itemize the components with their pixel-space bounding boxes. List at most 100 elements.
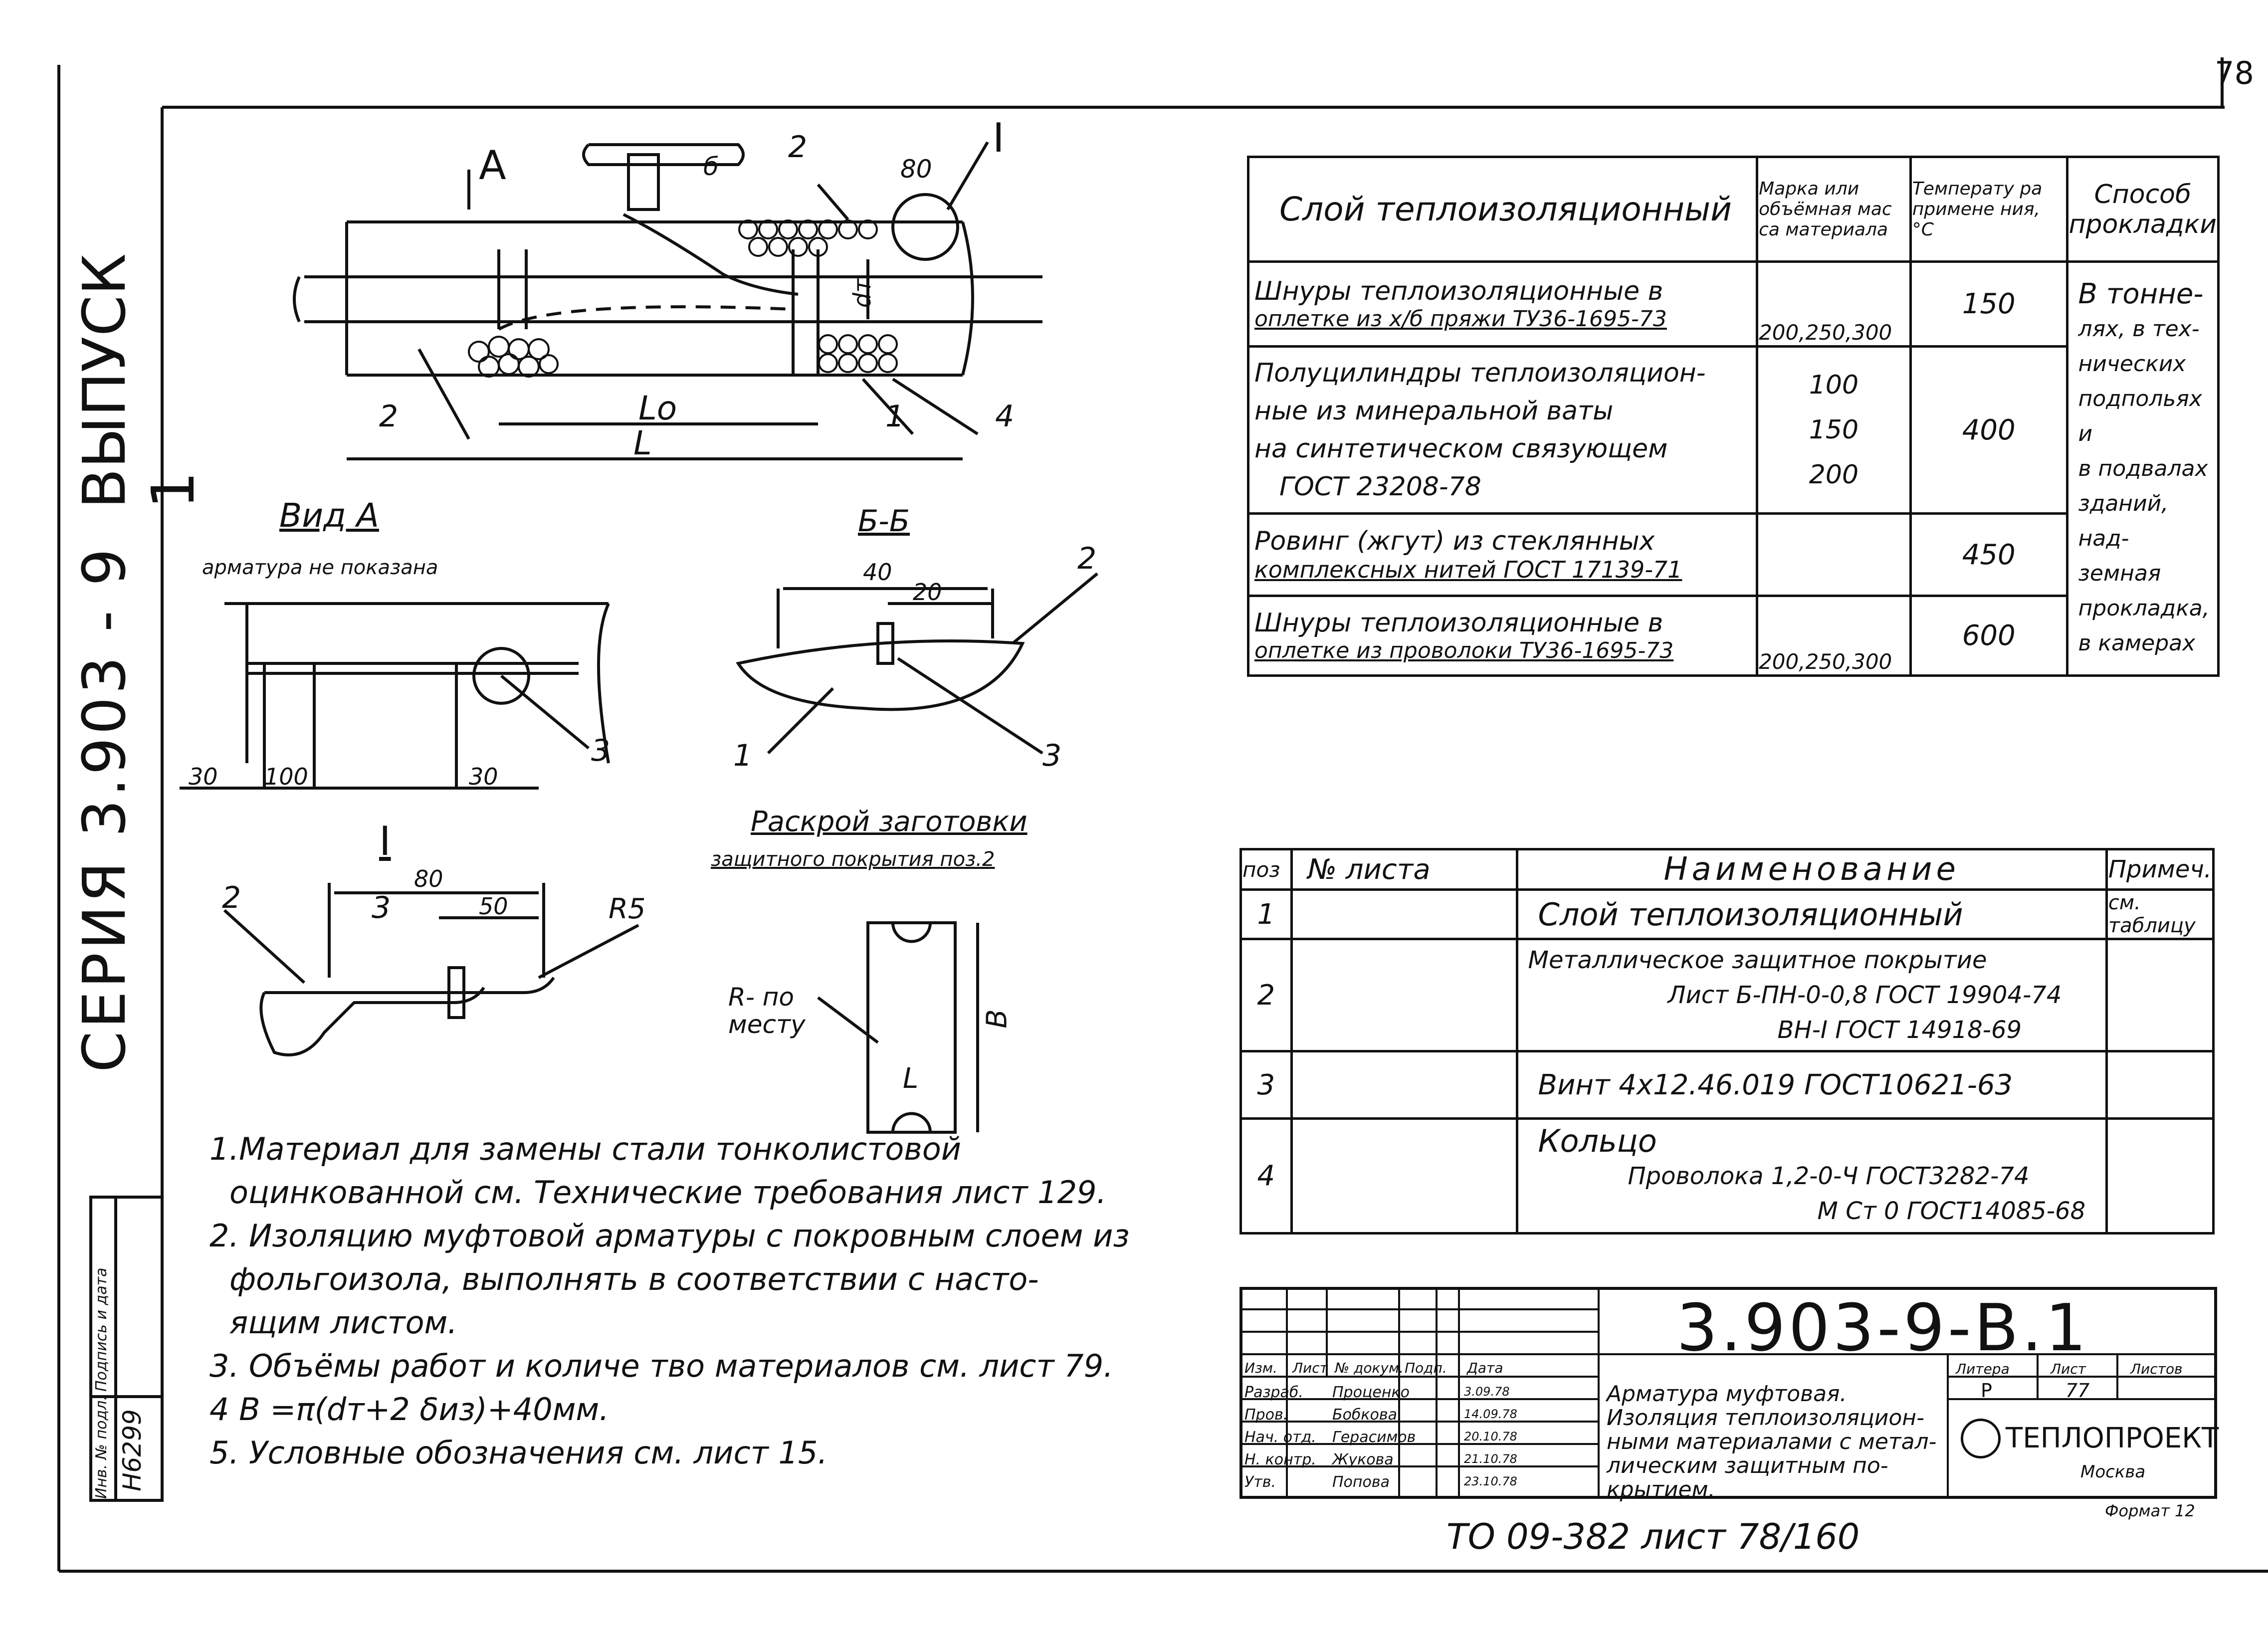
- mat-row-3-temp-text: 450: [1962, 538, 2016, 571]
- tb-org-name: ТЕПЛОПРОЕКТ: [2006, 1422, 2219, 1454]
- mat-method-line: В тонне-: [2078, 277, 2204, 310]
- tb-description-line: лическим защитным по-: [1607, 1453, 1888, 1478]
- spec-row-3-name-text: Винт 4х12.46.019 ГОСТ10621-63: [1538, 1068, 2013, 1101]
- mat-method-line: нических: [2078, 351, 2186, 377]
- mat-header-method: Способ прокладки: [2065, 156, 2220, 263]
- note-line: 2. Изоляцию муфтовой арматуры с покровны…: [209, 1218, 1130, 1254]
- spec-header-name: Наименование: [1515, 848, 2108, 891]
- tb-role-2: Нач. отд.: [1244, 1429, 1316, 1446]
- spec-row-1-pos-text: 1: [1257, 898, 1275, 931]
- tb-date-4: 23.10.78: [1464, 1474, 1517, 1488]
- tb-description-line: крытием.: [1607, 1477, 1715, 1502]
- mat-row-2-name: Полуцилиндры теплоизоляцион- ные из мине…: [1246, 345, 1759, 515]
- tb-col-date: Дата: [1467, 1360, 1503, 1376]
- mat-row-4-name-line: Шнуры теплоизоляционные в: [1254, 608, 1663, 638]
- section-bb-dim-40: 40: [863, 559, 892, 586]
- mat-method-line: в камерах: [2078, 630, 2196, 656]
- tb-stage-header: Литера: [1956, 1361, 2010, 1377]
- note-line: ящим листом.: [229, 1304, 458, 1341]
- mat-row-2-grade: 100 150 200: [1756, 345, 1912, 515]
- view-a-callout-3: 3: [591, 733, 611, 768]
- note-line: фольгоизола, выполнять в соответствии с …: [229, 1261, 1039, 1297]
- mat-row-4-name: Шнуры теплоизоляционные в оплетке из про…: [1246, 595, 1759, 677]
- section-bb-callout-3: 3: [1042, 738, 1062, 773]
- spec-row-1-note: см. таблицу: [2105, 888, 2215, 940]
- mat-method-line: земная: [2078, 560, 2161, 586]
- blank-cut-r-label-2: месту: [728, 1010, 806, 1039]
- mat-row-3-grade: [1756, 512, 1912, 597]
- series-text: СЕРИЯ 3.903 - 9: [70, 545, 139, 1072]
- detail-i-callout-2: 2: [222, 880, 241, 915]
- tb-name-4: Попова: [1332, 1473, 1390, 1491]
- mat-method-line: прокладка,: [2078, 595, 2210, 621]
- tb-date-0: 3.09.78: [1464, 1385, 1510, 1399]
- notes-block: 1.Материал для замены стали тонколистово…: [209, 1127, 1129, 1474]
- mat-row-1-name-line: оплетке из х/б пряжи ТУ36-1695-73: [1254, 306, 1667, 332]
- tb-description-line: Изоляция теплоизоляцион-: [1607, 1405, 1924, 1431]
- note-line: 3. Объёмы работ и количе тво материалов …: [209, 1348, 1113, 1384]
- spec-row-4-note: [2105, 1117, 2215, 1235]
- detail-i-dim-50: 50: [479, 893, 508, 920]
- stamp-inv-label: Инв. № подл.: [93, 1396, 110, 1499]
- tb-description-line: ными материалами с метал-: [1607, 1429, 1937, 1454]
- detail-i-dim-80: 80: [414, 865, 443, 892]
- tb-name-3: Жукова: [1332, 1451, 1394, 1468]
- mat-row-1-grade-text: 200,250,300: [1759, 320, 1892, 345]
- spec-row-2-name-line: Металлическое защитное покрытие: [1528, 946, 1987, 974]
- spec-row-1-sheet: [1290, 888, 1518, 940]
- footer-code: ТО 09-382 лист 78/160: [1446, 1516, 1860, 1557]
- tb-role-0: Разраб.: [1244, 1384, 1303, 1401]
- mat-row-1-name: Шнуры теплоизоляционные в оплетке из х/б…: [1246, 260, 1759, 348]
- tb-name-2: Герасимов: [1332, 1429, 1416, 1446]
- stamp-sign-label: Подпись и дата: [93, 1267, 110, 1392]
- mat-header-temp: Температу ра примене ния, °С: [1909, 156, 2068, 263]
- spec-row-2-name-line: Лист Б-ПН-0-0,8 ГОСТ 19904-74: [1667, 981, 2062, 1009]
- mat-row-2-name-line: на синтетическом связующем: [1254, 434, 1668, 464]
- main-callout-1: 1: [885, 399, 905, 434]
- spec-header-note-text: Примеч.: [2108, 855, 2212, 883]
- page-number: 78: [2215, 55, 2254, 91]
- mat-row-4-name-line: оплетке из проволоки ТУ36-1695-73: [1254, 638, 1674, 663]
- mat-header-temp-text: Температу ра примене ния, °С: [1912, 179, 2043, 240]
- mat-row-2-grade-line: 150: [1809, 415, 1859, 445]
- spec-row-3-pos: 3: [1239, 1050, 1293, 1120]
- spec-row-3-sheet: [1290, 1050, 1518, 1120]
- mat-header-layer: Слой теплоизоляционный: [1246, 156, 1759, 263]
- mat-row-1-temp: 150: [1909, 260, 2068, 348]
- spec-table: поз № листа Наименование Примеч. 1 Слой …: [1239, 848, 2215, 1235]
- mat-header-grade-text: Марка или объёмная мас са материала: [1759, 179, 1892, 240]
- main-callout-I: I: [993, 115, 1005, 161]
- blank-cut-title: Раскрой заготовки: [751, 806, 1028, 838]
- title-block: 3.903-9-В.1 Изм. Лист № докум. Подп. Дат…: [1239, 1287, 2219, 1502]
- tb-description: Арматура муфтовая. Изоляция теплоизоляци…: [1607, 1382, 1937, 1502]
- spec-row-4-pos-text: 4: [1257, 1160, 1275, 1192]
- mat-row-3-name: Ровинг (жгут) из стеклянных комплексных …: [1246, 512, 1759, 597]
- spec-row-2-name: Металлическое защитное покрытие Лист Б-П…: [1515, 938, 2108, 1052]
- stamp-label-1: Подпись и дата: [93, 1268, 110, 1392]
- tb-col-sign: Подп.: [1405, 1360, 1447, 1376]
- format-label: Формат 12: [2105, 1501, 2195, 1520]
- mat-row-2-name-line: ГОСТ 23208-78: [1279, 472, 1481, 502]
- view-arrow-label: А: [479, 142, 506, 189]
- view-a-subtitle: арматура не показана: [202, 556, 438, 579]
- tb-role-1: Пров.: [1244, 1406, 1288, 1424]
- tb-col-doc: № докум.: [1335, 1360, 1404, 1376]
- mat-row-3-name-line: Ровинг (жгут) из стеклянных: [1254, 526, 1655, 556]
- stamp-label-0: Инв. № подл.: [93, 1396, 110, 1499]
- detail-i-callout-3: 3: [372, 890, 391, 925]
- spec-header-pos: поз: [1239, 848, 1293, 891]
- spec-header-sheet: № листа: [1290, 848, 1518, 891]
- mat-row-2-temp-text: 400: [1962, 413, 2016, 446]
- tb-org-logo-icon: [1961, 1419, 2001, 1458]
- view-a-dim-100: 100: [264, 763, 308, 790]
- view-a-title: Вид А: [279, 496, 379, 535]
- tb-stage-value: Р: [1981, 1380, 1992, 1402]
- main-callout-4: 4: [995, 399, 1015, 434]
- tb-role-3: Н. контр.: [1244, 1451, 1316, 1468]
- spec-header-note: Примеч.: [2105, 848, 2215, 891]
- mat-row-4-grade: 200,250,300: [1756, 595, 1912, 677]
- main-dim-b: б: [703, 152, 719, 181]
- note-line: 5. Условные обозначения см. лист 15.: [209, 1435, 828, 1471]
- spec-row-4-name: Кольцо Проволока 1,2-0-Ч ГОСТ3282-74 М С…: [1515, 1117, 2108, 1235]
